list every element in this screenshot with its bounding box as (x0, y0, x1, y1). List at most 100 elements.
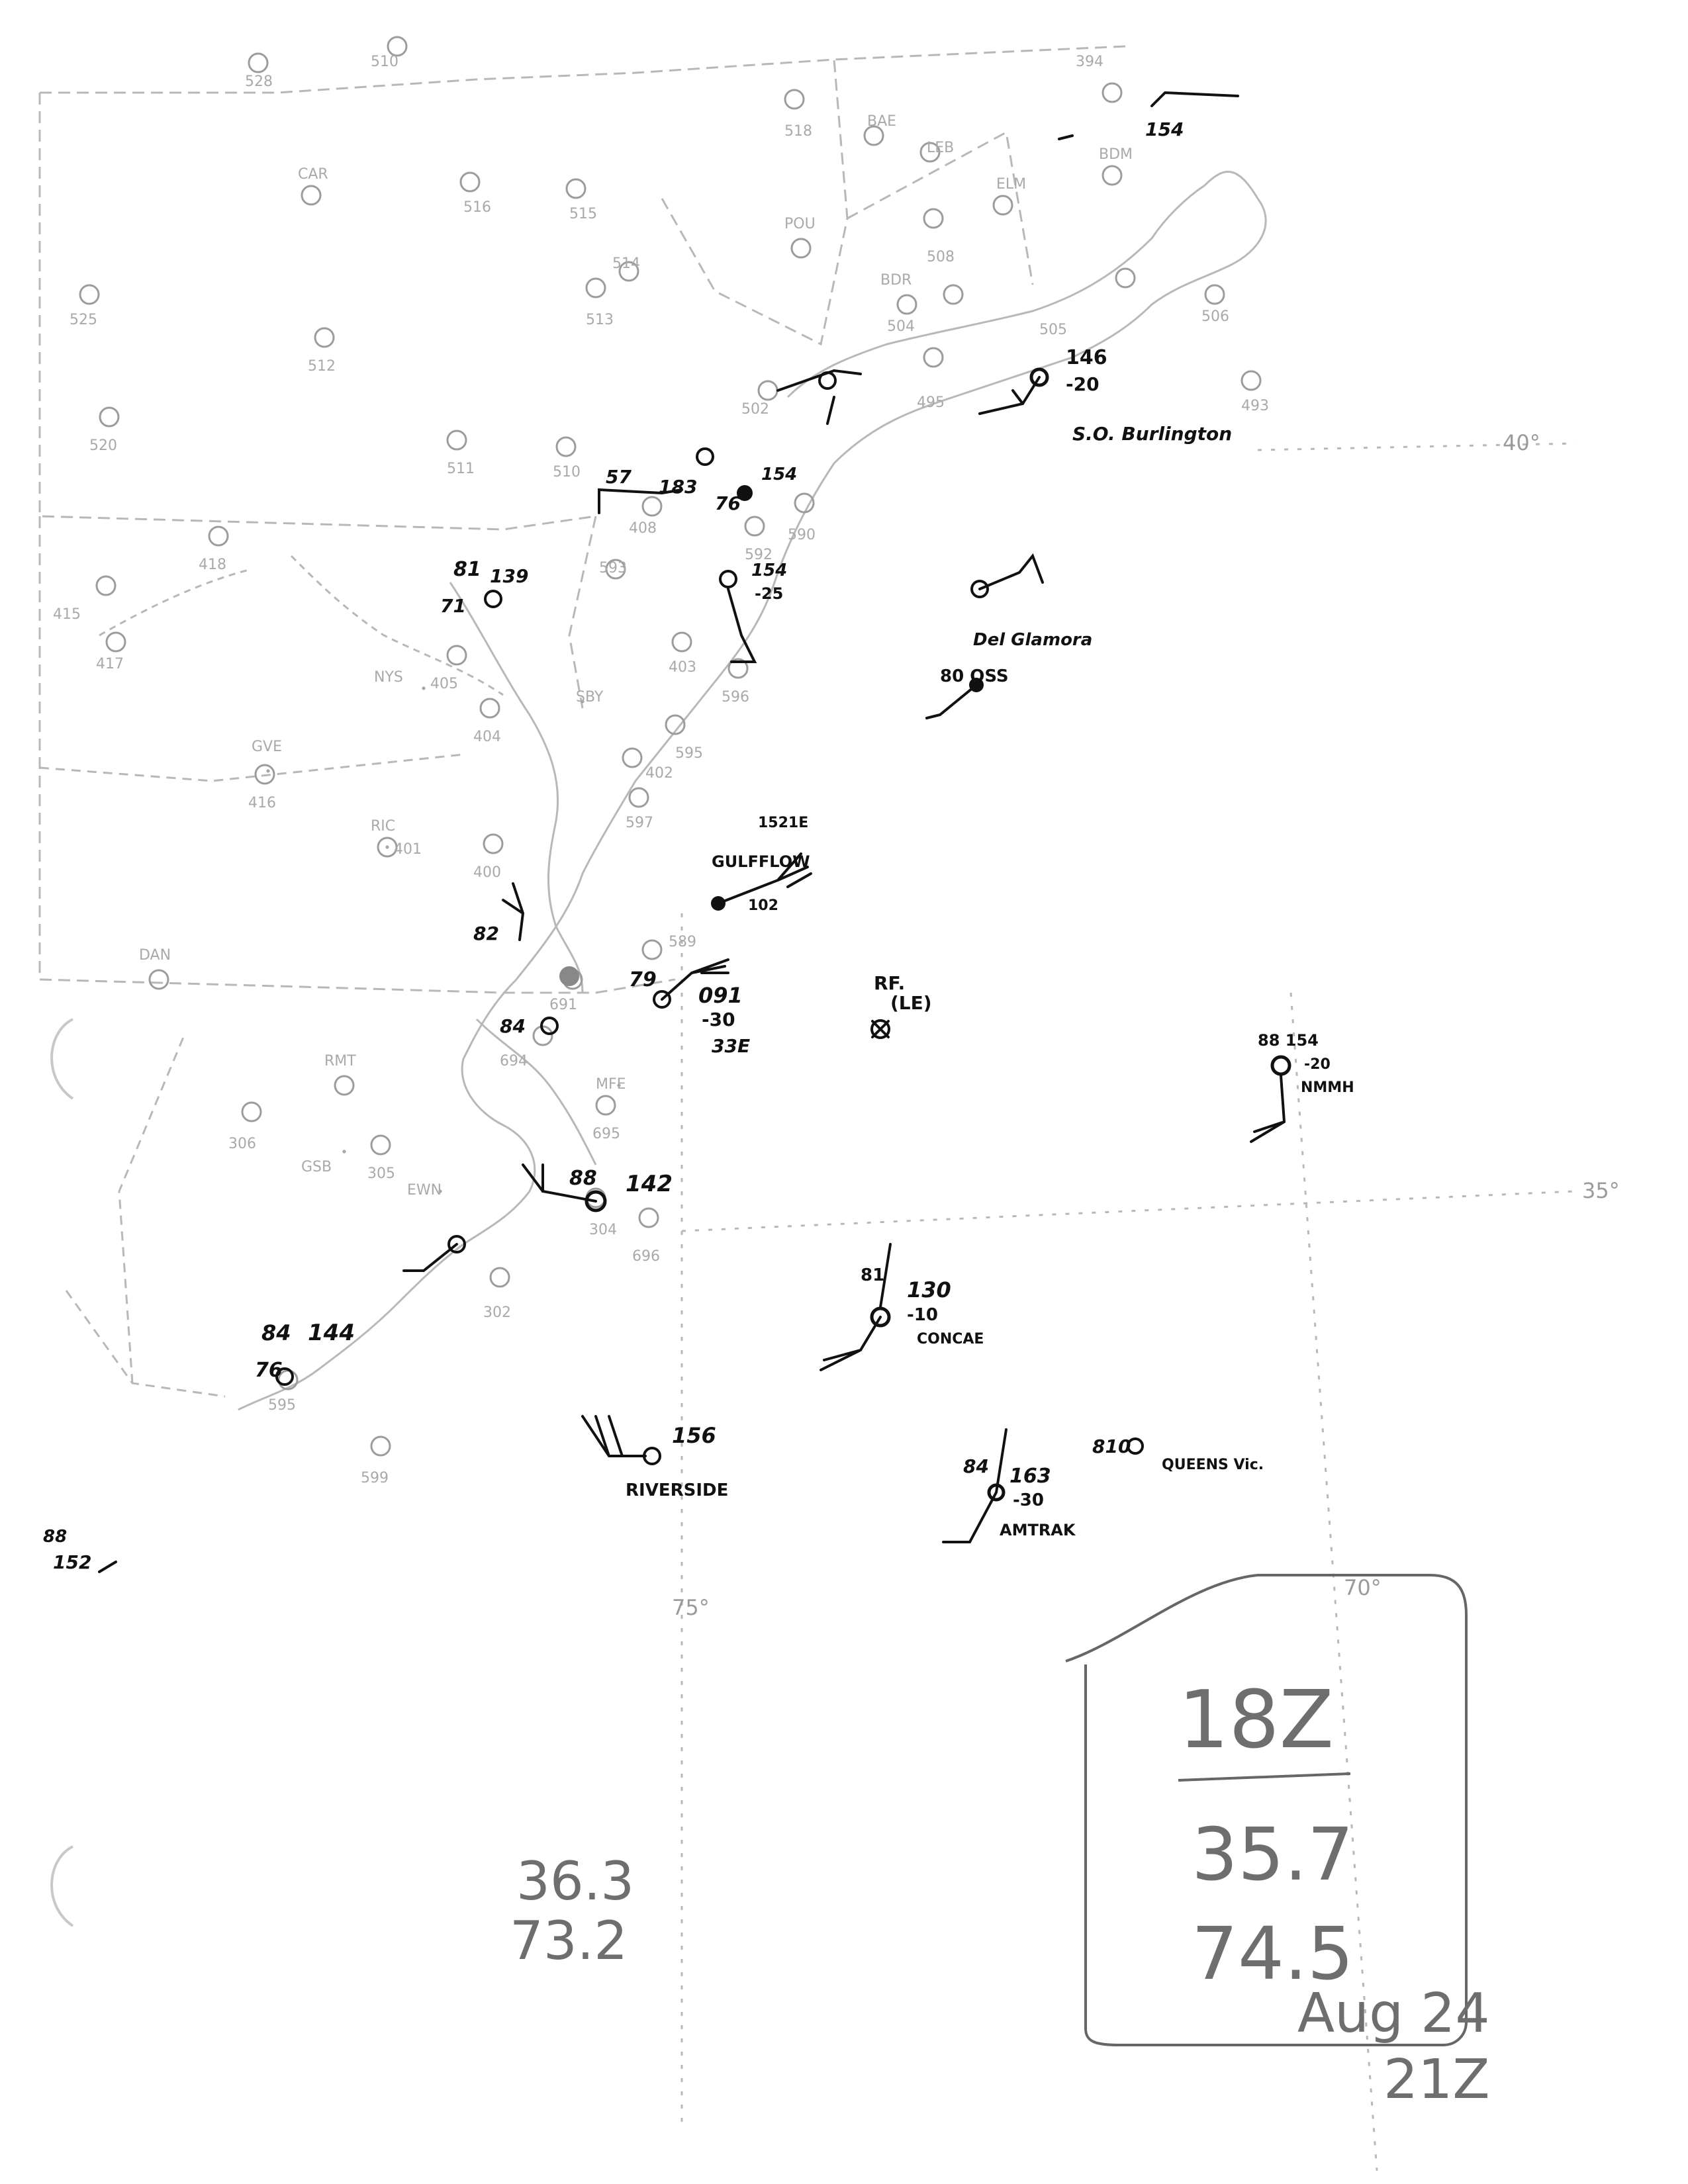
svg-text:RIC: RIC (371, 818, 395, 835)
station-marker: 525 (70, 284, 100, 328)
station-circle (484, 590, 502, 608)
svg-text:502: 502 (741, 401, 769, 418)
box-longitude: 74.5 (1192, 1911, 1354, 1996)
obs-144: 144 (308, 1320, 355, 1346)
obs-091: 091 (698, 983, 743, 1008)
svg-text:417: 417 (96, 656, 124, 672)
svg-text:504: 504 (887, 318, 915, 335)
station-marker: 400 (473, 833, 504, 881)
box-latitude: 35.7 (1192, 1812, 1354, 1897)
station-marker: 417 (96, 631, 126, 672)
station-marker: 510 (553, 436, 581, 480)
station-marker: 495 (917, 347, 945, 411)
lat-35-line (681, 1190, 1576, 1232)
station-marker: 511 (446, 430, 475, 477)
station-circle (540, 1017, 559, 1035)
station-marker: 518 (784, 89, 812, 140)
svg-text:515: 515 (569, 206, 597, 222)
rf-sub: (LE) (890, 992, 932, 1014)
station-marker: 302 (483, 1267, 511, 1321)
obs-76: 76 (715, 492, 741, 514)
box-outline (1065, 1574, 1468, 2046)
obs-152: 152 (53, 1551, 91, 1573)
concae-tendency: -10 (907, 1305, 938, 1325)
svg-text:404: 404 (473, 729, 501, 745)
svg-text:304: 304 (589, 1222, 617, 1238)
station-cross (871, 1020, 890, 1038)
pencil-date: Aug 24 (1297, 1982, 1490, 2045)
svg-text:NYS: NYS (374, 669, 403, 686)
state-border (39, 753, 464, 1398)
concae-pressure: 130 (907, 1277, 951, 1302)
obs-79: 79 (629, 968, 657, 991)
svg-text:512: 512 (308, 358, 336, 375)
station-circle (719, 570, 737, 588)
wind-barb (522, 1163, 597, 1203)
wind-barb (776, 369, 862, 425)
svg-text:MFE: MFE (596, 1076, 626, 1093)
station-marker: RMT (324, 1053, 356, 1096)
base-stations: 528 510 518 BAE 394 LEB CAR 516 515 POU … (53, 36, 1269, 1486)
binder-holes (50, 1018, 74, 1927)
station-marker: 597 (626, 787, 653, 831)
svg-text:GSB: GSB (301, 1159, 332, 1175)
svg-text:514: 514 (612, 255, 640, 272)
rf-label: RF. (874, 972, 905, 994)
svg-text:593: 593 (599, 560, 627, 576)
svg-text:528: 528 (245, 73, 273, 90)
station-marker: 508 (923, 208, 955, 265)
station-marker: 415 (53, 575, 117, 623)
svg-text:405: 405 (430, 676, 458, 692)
wind-barb (978, 553, 1044, 590)
station-marker: CAR (298, 166, 328, 206)
station-circle (970, 580, 989, 598)
coastline (786, 171, 1267, 465)
station-marker: 502 (741, 380, 778, 418)
obs-88: 88 (569, 1167, 597, 1190)
svg-text:592: 592 (745, 547, 773, 563)
pencil-notes: 36.3 73.2 Aug 24 21Z (510, 1850, 1490, 2111)
pencil-time: 21Z (1383, 2048, 1490, 2111)
station-marker: 394 (1076, 54, 1123, 103)
svg-text:508: 508 (927, 249, 955, 265)
gulfflow-id: 1521E (758, 815, 808, 831)
svg-text:RMT: RMT (324, 1053, 356, 1069)
coastline (449, 582, 597, 1165)
station-circle (1270, 1055, 1291, 1076)
wind-barb (1058, 91, 1239, 140)
obs-139: 139 (490, 565, 528, 587)
station-marker: 514 (612, 255, 640, 282)
station-circle (870, 1019, 890, 1039)
queens-label: QUEENS Vic. (1162, 1457, 1264, 1473)
obs-71: 71 (440, 595, 466, 617)
queens-obs: 810 (1092, 1435, 1131, 1457)
station-marker: 506 (1201, 284, 1229, 325)
station-marker: 402 (622, 747, 673, 782)
lon-75-label: 75° (672, 1595, 710, 1620)
svg-text:POU: POU (784, 216, 816, 232)
station-circle (1029, 367, 1049, 387)
station-marker: BDM (1099, 146, 1133, 186)
station-marker: 696 (632, 1207, 660, 1265)
svg-text:SBY: SBY (576, 689, 604, 705)
svg-text:599: 599 (361, 1470, 389, 1486)
obs-142: 142 (626, 1171, 673, 1197)
amtrak-temp: 84 (963, 1455, 989, 1477)
obs-88-edge: 88 (43, 1527, 67, 1547)
lat-35-label: 35° (1582, 1178, 1620, 1203)
concae-label: CONCAE (917, 1331, 984, 1347)
svg-text:306: 306 (228, 1136, 256, 1152)
state-border (38, 45, 1126, 994)
river (99, 555, 504, 696)
binder-hole (50, 1845, 74, 1927)
station-marker: 416 (248, 764, 276, 811)
station-marker: 694 (500, 1025, 553, 1069)
station-dot (559, 966, 579, 986)
pencil-longitude: 73.2 (510, 1910, 628, 1972)
svg-text:493: 493 (1241, 398, 1269, 414)
station-marker: 306 (228, 1101, 262, 1152)
station-marker: 418 (199, 525, 229, 573)
station-marker: 590 (788, 492, 816, 543)
obs-154-north: 154 (751, 561, 787, 580)
svg-text:400: 400 (473, 864, 501, 881)
